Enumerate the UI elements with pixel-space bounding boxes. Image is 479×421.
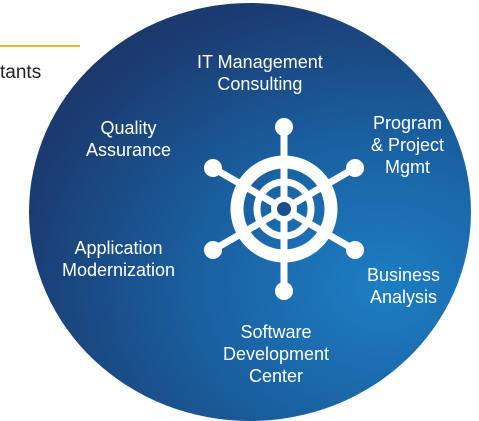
- services-circle: IT Management Consulting Quality Assuran…: [29, 3, 471, 421]
- label-line: & Project: [371, 135, 445, 155]
- label-business-analysis: Business Analysis: [367, 264, 440, 308]
- label-line: Mgmt: [385, 157, 431, 177]
- ship-wheel-icon: [203, 118, 365, 300]
- label-line: Business: [367, 265, 441, 285]
- label-line: Analysis: [370, 287, 438, 307]
- label-line: Consulting: [217, 74, 303, 94]
- accent-line: [0, 45, 80, 47]
- label-program-project-mgmt: Program & Project Mgmt: [371, 112, 444, 178]
- label-application-modernization: Application Modernization: [62, 237, 175, 281]
- truncated-text: tants: [0, 62, 42, 83]
- label-line: Quality: [100, 118, 157, 138]
- label-line: Program: [373, 113, 443, 133]
- label-it-management-consulting: IT Management Consulting: [197, 51, 323, 95]
- label-line: Development: [223, 344, 330, 364]
- label-line: Software: [240, 322, 312, 342]
- label-line: Modernization: [62, 260, 176, 280]
- label-line: IT Management: [197, 52, 323, 72]
- label-line: Center: [249, 366, 304, 386]
- label-quality-assurance: Quality Assurance: [86, 117, 171, 161]
- label-line: Application: [74, 238, 163, 258]
- label-software-development-center: Software Development Center: [223, 321, 329, 387]
- label-line: Assurance: [86, 140, 172, 160]
